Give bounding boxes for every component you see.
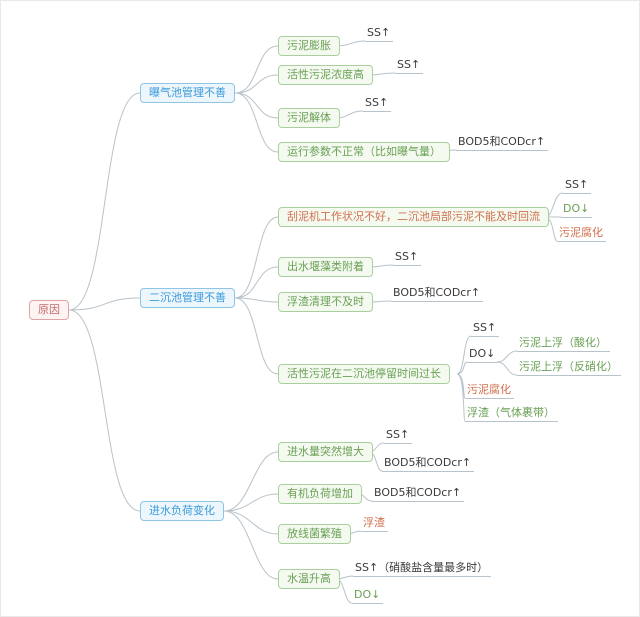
outcome-ss-up-nitrate-peak[interactable]: SS↑（硝酸盐含量最多时） (353, 560, 492, 577)
leaf-scraper-malfunction[interactable]: 刮泥机工作状况不好，二沉池局部污泥不能及时回流 (278, 207, 549, 227)
outcome-ss-up[interactable]: SS↑ (393, 249, 422, 266)
outcome-ss-up[interactable]: SS↑ (365, 25, 394, 42)
outcome-scum-gas-entrainment[interactable]: 浮渣（气体裹带） (465, 405, 558, 422)
outcome-ss-up[interactable]: SS↑ (563, 177, 592, 194)
outcome-ss-up[interactable]: SS↑ (384, 427, 413, 444)
outcome-sludge-float-denitrification[interactable]: 污泥上浮（反硝化） (517, 359, 621, 376)
leaf-actinomycetes-growth[interactable]: 放线菌繁殖 (278, 524, 351, 544)
leaf-abnormal-parameters[interactable]: 运行参数不正常（比如曝气量） (278, 142, 450, 162)
root-node[interactable]: 原因 (29, 300, 69, 320)
outcome-sludge-decay[interactable]: 污泥腐化 (557, 225, 606, 242)
outcome-do-down[interactable]: DO↓ (352, 587, 384, 604)
branch-influent-load-change[interactable]: 进水负荷变化 (140, 501, 224, 521)
outcome-sludge-decay[interactable]: 污泥腐化 (465, 382, 514, 399)
outcome-do-down[interactable]: DO↓ (561, 201, 593, 218)
leaf-high-sludge-concentration[interactable]: 活性污泥浓度高 (278, 65, 373, 85)
leaf-organic-load-increase[interactable]: 有机负荷增加 (278, 484, 362, 504)
leaf-sludge-disintegration[interactable]: 污泥解体 (278, 108, 340, 128)
outcome-ss-up[interactable]: SS↑ (395, 57, 424, 74)
leaf-sludge-bulking[interactable]: 污泥膨胀 (278, 36, 340, 56)
branch-aeration-tank-management[interactable]: 曝气池管理不善 (140, 83, 235, 103)
outcome-bod-cod-up[interactable]: BOD5和CODcr↑ (456, 134, 549, 151)
leaf-weir-algae-attachment[interactable]: 出水堰藻类附着 (278, 257, 373, 277)
outcome-ss-up[interactable]: SS↑ (363, 95, 392, 112)
leaf-water-temp-rise[interactable]: 水温升高 (278, 569, 340, 589)
outcome-ss-up[interactable]: SS↑ (471, 320, 500, 337)
outcome-bod-cod-up[interactable]: BOD5和CODcr↑ (382, 455, 475, 472)
outcome-scum[interactable]: 浮渣 (361, 515, 388, 532)
outcome-do-down[interactable]: DO↓ (467, 346, 499, 363)
outcome-bod-cod-up[interactable]: BOD5和CODcr↑ (372, 485, 465, 502)
outcome-sludge-float-acidification[interactable]: 污泥上浮（酸化） (517, 335, 610, 352)
leaf-scum-cleanup-delay[interactable]: 浮渣清理不及时 (278, 292, 373, 312)
leaf-long-retention-time[interactable]: 活性污泥在二沉池停留时间过长 (278, 364, 450, 384)
branch-clarifier-management[interactable]: 二沉池管理不善 (140, 288, 235, 308)
outcome-bod-cod-up[interactable]: BOD5和CODcr↑ (391, 285, 484, 302)
leaf-influent-surge[interactable]: 进水量突然增大 (278, 442, 373, 462)
